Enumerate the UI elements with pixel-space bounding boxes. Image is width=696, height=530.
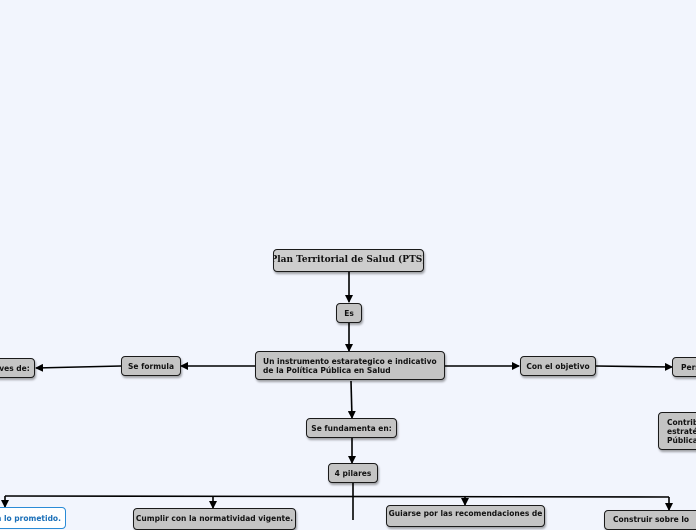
node-contribuir[interactable]: Contrib estratég Pública	[658, 412, 696, 450]
node-4-pilares[interactable]: 4 pilares	[328, 463, 378, 483]
node-pilar-3-label: Guiarse por las recomendaciones de	[388, 509, 543, 518]
node-es-label: Es	[344, 308, 354, 318]
node-4-pilares-label: 4 pilares	[334, 468, 372, 478]
node-se-formula-label: Se formula	[128, 361, 174, 371]
edge-pilares-bus	[4, 495, 670, 498]
node-a-traves-de-label: ves de:	[0, 363, 30, 373]
edge-seformula-atraves	[35, 363, 122, 372]
node-se-fundamenta[interactable]: Se fundamenta en:	[306, 418, 397, 438]
node-con-objetivo-label: Con el objetivo	[526, 361, 590, 371]
node-pilar-1[interactable]: n lo prometido.	[0, 507, 66, 529]
node-pilar-2[interactable]: Cumplir con la normatividad vigente.	[133, 508, 296, 530]
node-instrumento-label: Un instrumento estarategico e indicativo…	[263, 356, 437, 375]
node-pilar-4[interactable]: Construir sobre lo	[604, 510, 696, 530]
node-pilar-3[interactable]: Guiarse por las recomendaciones de	[386, 505, 545, 527]
node-pilar-2-label: Cumplir con la normatividad vigente.	[135, 514, 294, 523]
node-a-traves-de[interactable]: ves de:	[0, 358, 35, 378]
edge-objetivo-per	[595, 362, 673, 371]
node-root-plan-territorial[interactable]: Plan Territorial de Salud (PTS)	[273, 249, 424, 272]
node-se-fundamenta-label: Se fundamenta en:	[311, 423, 392, 433]
edge-instrumento-fundamenta	[347, 380, 356, 419]
node-con-objetivo[interactable]: Con el objetivo	[520, 356, 596, 376]
node-objetivo-per-label: Pers	[681, 362, 696, 372]
node-objetivo-per[interactable]: Pers	[672, 357, 696, 377]
node-instrumento[interactable]: Un instrumento estarategico e indicativo…	[255, 351, 445, 380]
node-se-formula[interactable]: Se formula	[121, 356, 181, 376]
node-pilar-1-label: n lo prometido.	[0, 514, 61, 523]
node-root-label: Plan Territorial de Salud (PTS)	[273, 255, 424, 265]
node-es[interactable]: Es	[336, 303, 362, 323]
node-contribuir-label: Contrib estratég Pública	[667, 417, 696, 445]
